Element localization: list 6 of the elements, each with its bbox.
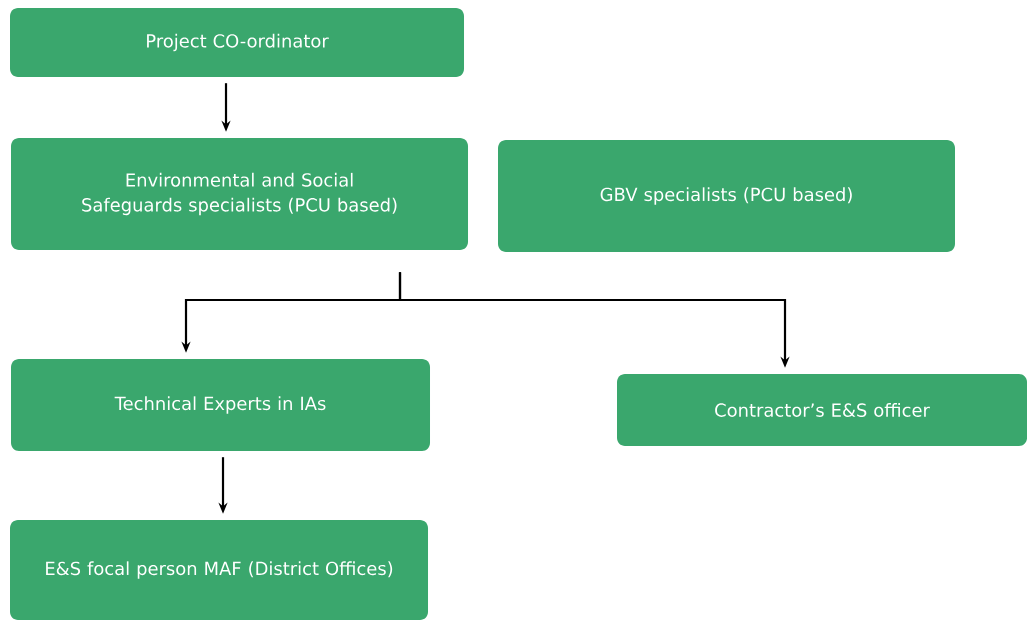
process-box: Contractor’s E&S officer: [617, 374, 1027, 446]
process-box: GBV specialists (PCU based): [498, 140, 955, 252]
process-box: Project CO-ordinator: [10, 8, 464, 77]
process-box: Environmental and Social Safeguards specialists (PCU based): [11, 138, 468, 250]
process-box: Technical Experts in IAs: [11, 359, 430, 451]
process-box: E&S focal person MAF (District Offices): [10, 520, 428, 620]
